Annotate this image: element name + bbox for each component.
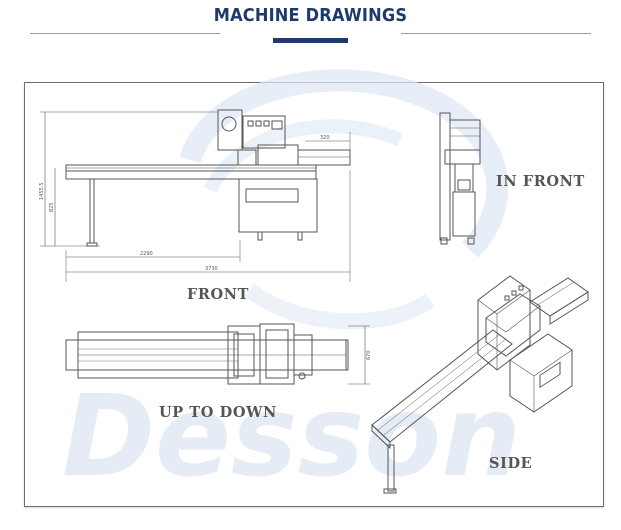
watermark: Desson <box>62 69 521 502</box>
front-dimension-labels: 320 2290 3730 1455.5 825 <box>39 135 330 272</box>
watermark-text: Desson <box>62 372 521 502</box>
header-accent-bar <box>273 38 348 43</box>
side-view-drawing <box>371 275 589 494</box>
front-view-drawing <box>40 109 351 282</box>
label-front: FRONT <box>187 286 250 303</box>
dim-3730: 3730 <box>205 266 218 272</box>
in-front-view-drawing <box>439 112 481 245</box>
dim-825: 825 <box>49 202 55 212</box>
label-side: SIDE <box>489 455 533 472</box>
header-rule-left <box>30 33 220 34</box>
label-in-front: IN FRONT <box>496 173 585 190</box>
dim-2290: 2290 <box>140 251 153 257</box>
dim-670: 670 <box>366 350 372 360</box>
header-rule-right <box>401 33 591 34</box>
dim-1455: 1455.5 <box>39 183 45 201</box>
label-up-to-down: UP TO DOWN <box>159 404 277 421</box>
page-title: MACHINE DRAWINGS <box>213 5 408 26</box>
dim-320: 320 <box>320 135 330 141</box>
up-to-down-view-drawing <box>65 323 370 385</box>
